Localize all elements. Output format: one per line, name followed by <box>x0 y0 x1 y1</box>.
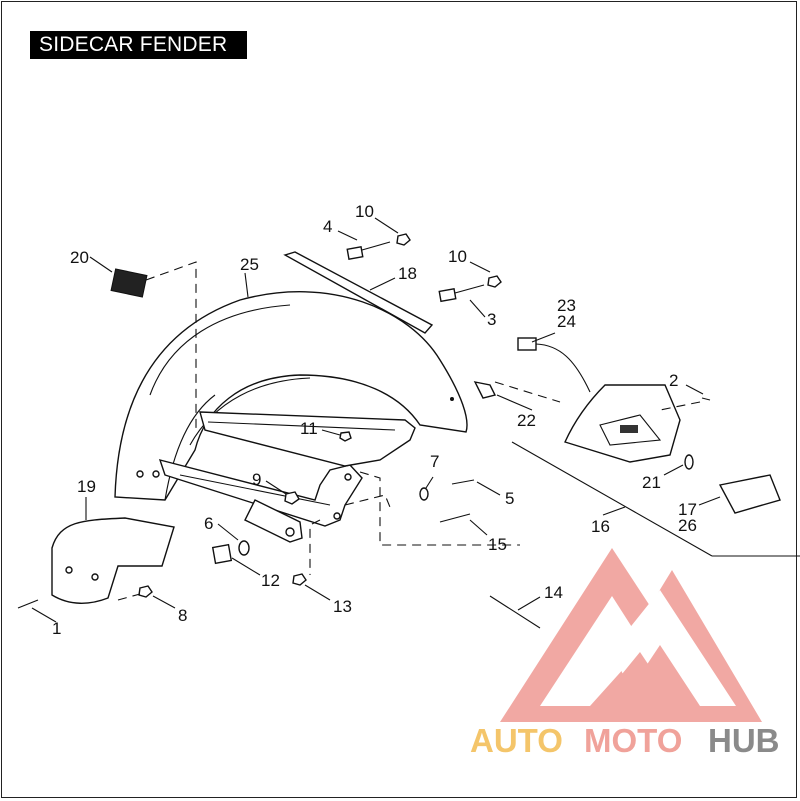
connector-part <box>517 337 591 393</box>
fender-support-rail <box>158 411 416 527</box>
callout-10: 10 <box>448 247 467 266</box>
watermark-auto: AUTO <box>470 722 563 759</box>
callout-23: 23 <box>557 296 576 315</box>
callout-17: 17 <box>678 500 697 519</box>
trim-strip-part <box>283 251 434 334</box>
watermark-text: AUTO MOTO HUB <box>470 722 780 759</box>
leader-lines <box>31 217 721 623</box>
lens-part <box>718 474 781 514</box>
callout-26: 26 <box>678 516 697 535</box>
callout-10-top: 10 <box>355 202 374 221</box>
reflector-part <box>110 268 148 298</box>
diagram-title: SIDECAR FENDER <box>30 31 247 59</box>
callout-13: 13 <box>333 597 352 616</box>
callout-18: 18 <box>398 264 417 283</box>
callout-11: 11 <box>300 419 318 438</box>
watermark-logo <box>500 548 762 722</box>
callout-25: 25 <box>240 255 259 274</box>
callout-6: 6 <box>204 514 213 533</box>
hardware-parts <box>17 233 711 609</box>
callout-4: 4 <box>323 217 332 236</box>
callout-24: 24 <box>557 312 576 331</box>
callout-3: 3 <box>487 310 496 329</box>
callout-15: 15 <box>488 535 507 554</box>
watermark-hub: HUB <box>708 722 780 759</box>
bracket-19-part <box>51 517 175 604</box>
callout-5: 5 <box>505 489 514 508</box>
clip-part <box>473 381 497 399</box>
callout-22: 22 <box>517 411 536 430</box>
watermark-moto: MOTO <box>584 722 682 759</box>
callout-labels: 1 2 3 4 5 6 7 8 9 10 10 11 12 13 14 15 1… <box>52 202 697 638</box>
callout-7: 7 <box>430 452 439 471</box>
bulb-part <box>684 454 694 470</box>
callout-16: 16 <box>591 517 610 536</box>
callout-21: 21 <box>642 473 661 492</box>
lower-bracket <box>244 499 303 543</box>
callout-1: 1 <box>52 619 61 638</box>
cable-tie-part <box>489 595 541 629</box>
callout-14: 14 <box>544 583 563 602</box>
callout-12: 12 <box>261 571 280 590</box>
assembly-lines <box>117 261 800 601</box>
callout-20: 20 <box>70 248 89 267</box>
callout-2: 2 <box>669 371 678 390</box>
fender-part <box>114 291 468 501</box>
callout-8: 8 <box>178 606 187 625</box>
tail-light-housing <box>564 384 681 463</box>
callout-19: 19 <box>77 477 96 496</box>
callout-9: 9 <box>252 470 261 489</box>
